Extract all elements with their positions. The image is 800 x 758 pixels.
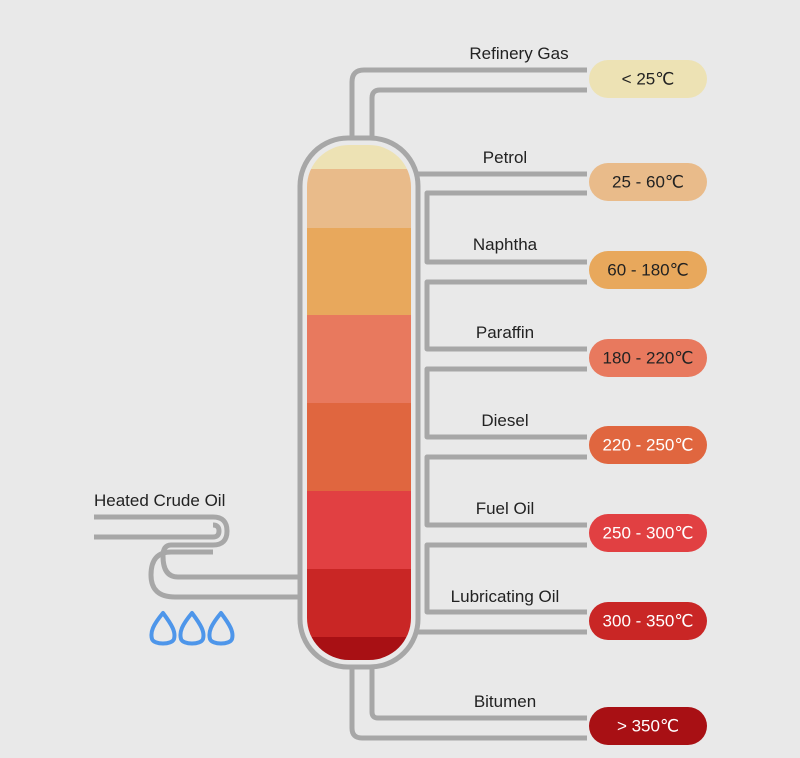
label-petrol: Petrol [483, 148, 527, 167]
badge-fuel-oil: 250 - 300℃ [589, 514, 707, 552]
badge-petrol: 25 - 60℃ [589, 163, 707, 201]
flame-icon [149, 611, 177, 646]
pipe-bitumen-inner [369, 667, 587, 721]
pipe-crude-inlet-inner [94, 522, 300, 600]
temp-lubricating-oil: 300 - 350℃ [603, 611, 694, 630]
label-lubricating-oil: Lubricating Oil [451, 587, 560, 606]
layer-paraffin [307, 315, 411, 403]
column-outline [297, 135, 421, 670]
temp-refinery-gas: < 25℃ [622, 69, 675, 88]
label-diesel: Diesel [481, 411, 528, 430]
pipe-refinery-gas-inner [369, 87, 587, 138]
layer-refinery-gas [307, 145, 411, 169]
pipes [94, 67, 587, 741]
label-paraffin: Paraffin [476, 323, 534, 342]
badge-paraffin: 180 - 220℃ [589, 339, 707, 377]
temp-petrol: 25 - 60℃ [612, 172, 684, 191]
flame-icon [178, 611, 206, 646]
label-bitumen: Bitumen [474, 692, 536, 711]
label-naphtha: Naphtha [473, 235, 538, 254]
pipe-crude-inlet [94, 514, 300, 580]
pipe-bitumen [349, 667, 587, 741]
column-layers [307, 145, 411, 660]
temp-diesel: 220 - 250℃ [603, 435, 694, 454]
label-refinery-gas: Refinery Gas [469, 44, 568, 63]
layer-petrol [307, 169, 411, 228]
pipe-refinery-gas [349, 67, 587, 138]
pipe-diesel [424, 454, 587, 528]
temperature-badges: < 25℃ 25 - 60℃ 60 - 180℃ 180 - 220℃ 220 … [589, 60, 707, 745]
temp-paraffin: 180 - 220℃ [603, 348, 694, 367]
badge-bitumen: > 350℃ [589, 707, 707, 745]
badge-refinery-gas: < 25℃ [589, 60, 707, 98]
temp-naphtha: 60 - 180℃ [607, 260, 688, 279]
badge-naphtha: 60 - 180℃ [589, 251, 707, 289]
layer-naphtha [307, 228, 411, 315]
layer-fuel-oil [307, 491, 411, 569]
label-fuel-oil: Fuel Oil [476, 499, 535, 518]
temp-fuel-oil: 250 - 300℃ [603, 523, 694, 542]
burner-flames [149, 611, 235, 646]
badge-diesel: 220 - 250℃ [589, 426, 707, 464]
pipe-paraffin [424, 366, 587, 440]
layer-bitumen [307, 637, 411, 660]
layer-diesel [307, 403, 411, 491]
temp-bitumen: > 350℃ [617, 716, 679, 735]
badge-lubricating-oil: 300 - 350℃ [589, 602, 707, 640]
layer-lubricating-oil [307, 569, 411, 637]
flame-icon [207, 611, 235, 646]
pipe-naphtha [424, 279, 587, 352]
pipe-petrol [418, 171, 587, 265]
label-heated-crude-oil: Heated Crude Oil [94, 491, 225, 510]
fraction-labels: Refinery Gas Petrol Naphtha Paraffin Die… [94, 44, 569, 711]
pipe-fuel-oil [424, 542, 587, 615]
